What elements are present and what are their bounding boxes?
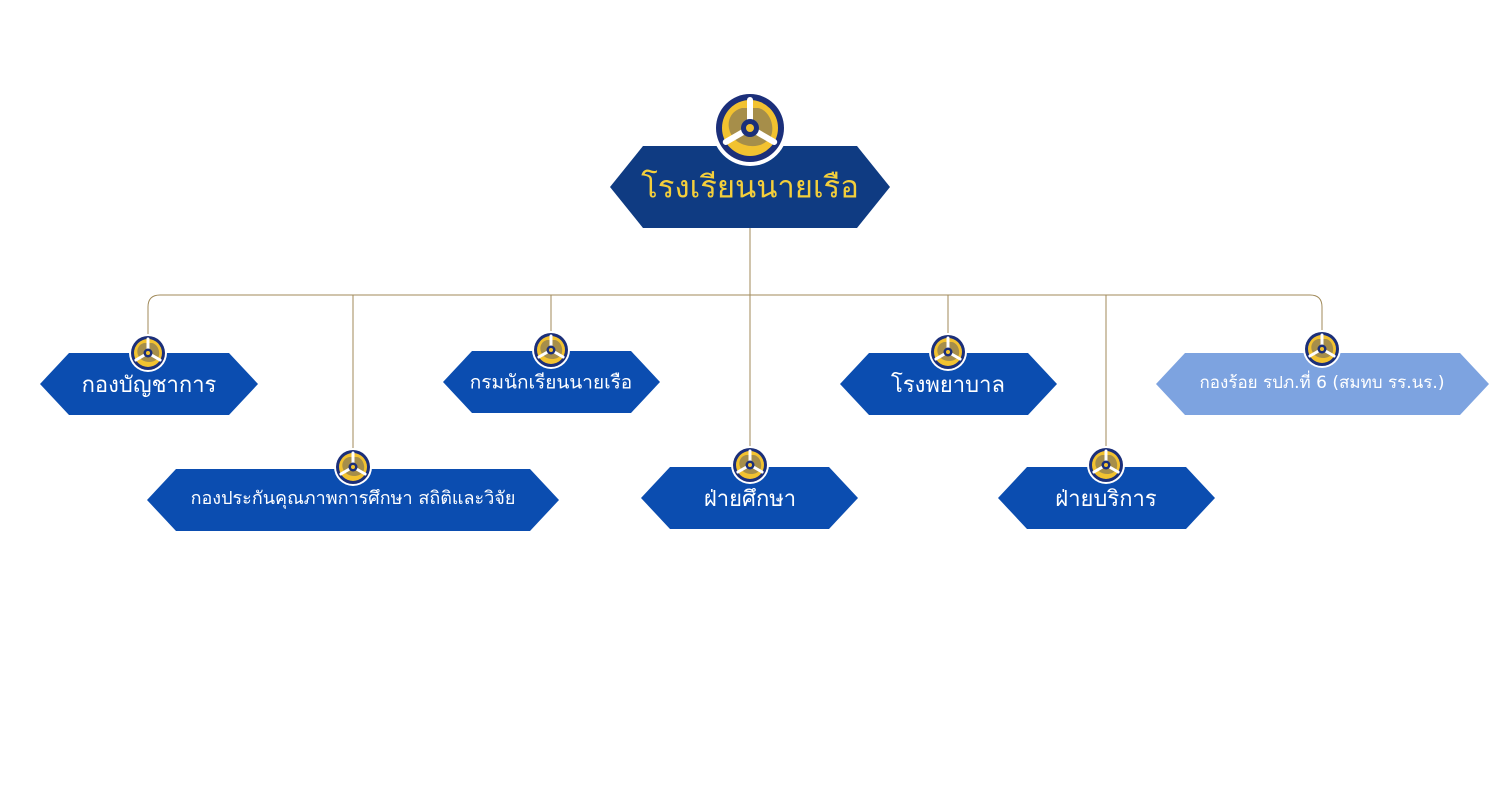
unit-node-4-label: ฝ่ายศึกษา [704,487,796,512]
emblem-icon [1301,328,1343,370]
unit-node-2-shape [147,469,559,531]
unit-node-3: กรมนักเรียนนายเรือ [443,329,660,413]
root-node-shape [610,146,890,228]
unit-node-5: โรงพยาบาล [840,331,1057,415]
root-node: โรงเรียนนายเรือ [610,90,890,228]
unit-node-6: ฝ่ายบริการ [998,444,1215,529]
unit-node-4: ฝ่ายศึกษา [641,444,858,529]
emblem-icon [712,90,788,166]
unit-node-6-label: ฝ่ายบริการ [1055,487,1157,512]
emblem-icon [332,446,374,488]
unit-node-7-shape [1156,353,1489,415]
unit-node-7-label: กองร้อย รปภ.ที่ 6 (สมทบ รร.นร.) [1200,370,1445,393]
unit-node-5-shape [840,353,1057,415]
emblem-icon [530,329,572,371]
unit-node-7: กองร้อย รปภ.ที่ 6 (สมทบ รร.นร.) [1156,328,1489,415]
unit-node-1-shape [40,353,258,415]
unit-node-1: กองบัญชาการ [40,332,258,415]
unit-node-1-label: กองบัญชาการ [82,373,217,398]
horizontal-connector [147,294,1323,335]
emblem-icon [1085,444,1127,486]
unit-node-2-label: กองประกันคุณภาพการศึกษา สถิติและวิจัย [191,488,516,509]
unit-node-3-shape [443,351,660,413]
emblem-icon [729,444,771,486]
unit-node-3-label: กรมนักเรียนนายเรือ [470,372,632,394]
unit-node-2: กองประกันคุณภาพการศึกษา สถิติและวิจัย [147,446,559,531]
connector-lines [147,228,1323,452]
unit-node-6-shape [998,467,1215,529]
emblem-icon [127,332,169,374]
unit-node-5-label: โรงพยาบาล [891,372,1005,398]
emblem-icon [927,331,969,373]
root-node-label: โรงเรียนนายเรือ [641,170,859,206]
unit-node-4-shape [641,467,858,529]
